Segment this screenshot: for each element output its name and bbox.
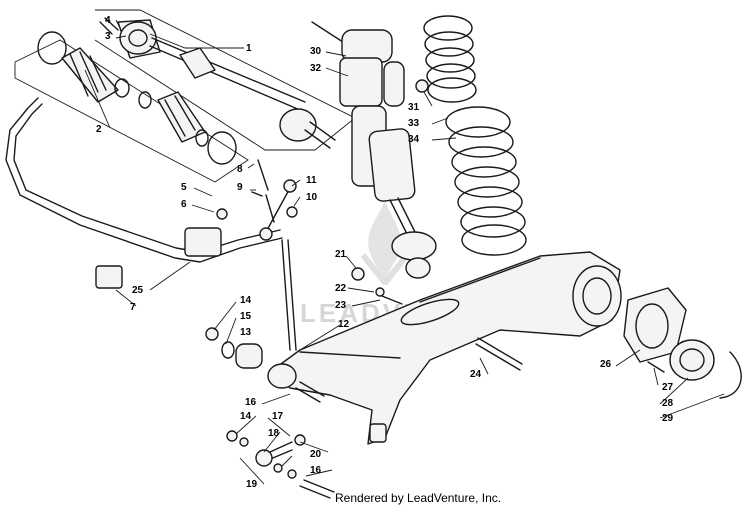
- leader-lines: [84, 19, 725, 485]
- watermark-logo-icon: [360, 200, 410, 285]
- callout-6: 6: [181, 199, 187, 210]
- wheel-hub: [623, 287, 742, 399]
- callout-30: 30: [310, 46, 322, 57]
- axle-group-frame: [94, 9, 356, 151]
- callout-4: 4: [105, 15, 111, 26]
- fasteners: [216, 206, 665, 499]
- callout-26: 26: [600, 359, 612, 370]
- callout-14-upper: 14: [240, 295, 252, 306]
- callout-10: 10: [306, 192, 318, 203]
- callout-2: 2: [96, 124, 102, 135]
- callout-9: 9: [237, 182, 243, 193]
- callout-16-upper: 16: [245, 397, 257, 408]
- callout-3: 3: [105, 31, 111, 42]
- callout-29: 29: [662, 413, 674, 424]
- sway-link: [251, 159, 297, 351]
- callout-28: 28: [662, 398, 674, 409]
- callout-13: 13: [240, 327, 252, 338]
- coil-spring-large: [445, 106, 527, 256]
- drive-axle: [99, 17, 336, 149]
- callout-23: 23: [335, 300, 347, 311]
- callout-7: 7: [130, 302, 136, 313]
- callout-25: 25: [132, 285, 144, 296]
- callout-34: 34: [408, 134, 420, 145]
- render-credit: Rendered by LeadVenture, Inc.: [335, 491, 502, 505]
- callout-11: 11: [306, 175, 317, 186]
- callout-21: 21: [335, 249, 347, 260]
- callout-32: 32: [310, 63, 322, 74]
- coil-spring-small: [423, 15, 477, 103]
- callout-1: 1: [246, 43, 252, 54]
- callout-18: 18: [268, 428, 280, 439]
- pivot-bushing: [205, 327, 263, 369]
- callout-19: 19: [246, 479, 258, 490]
- callout-24: 24: [470, 369, 482, 380]
- callout-14-lower: 14: [240, 411, 252, 422]
- callout-15: 15: [240, 311, 252, 322]
- shock-absorber: [311, 21, 437, 279]
- callout-33: 33: [408, 118, 420, 129]
- callout-5: 5: [181, 182, 187, 193]
- cv-boots: [37, 31, 237, 165]
- callout-22: 22: [335, 283, 347, 294]
- callout-16-lower: 16: [310, 465, 322, 476]
- sway-bar: [5, 97, 283, 289]
- callout-12: 12: [338, 319, 350, 330]
- callout-27: 27: [662, 382, 674, 393]
- callout-20: 20: [310, 449, 322, 460]
- trailing-arm: [267, 251, 622, 445]
- callout-8: 8: [237, 164, 243, 175]
- boot-kit-frame: [14, 39, 249, 183]
- callout-31: 31: [408, 102, 420, 113]
- callout-17: 17: [272, 411, 284, 422]
